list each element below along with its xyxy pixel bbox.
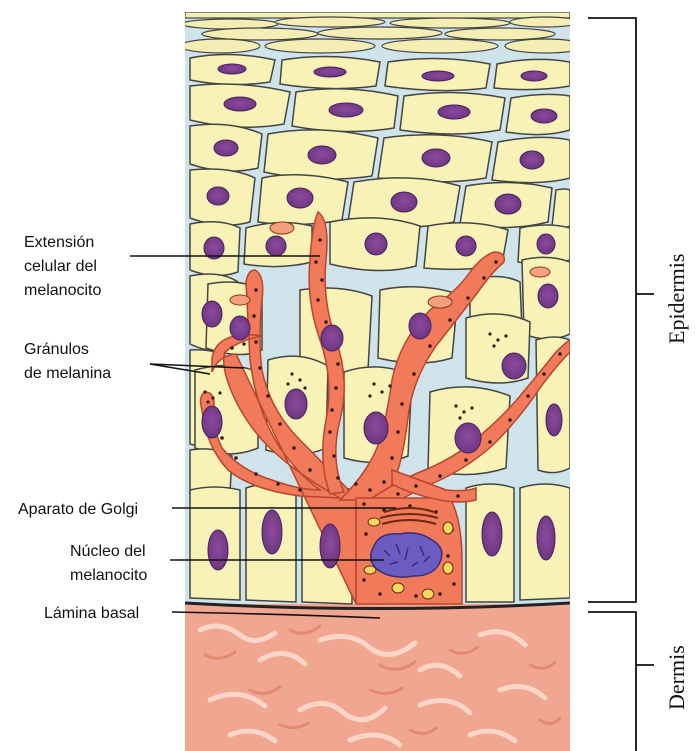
label-nucleus-line2: melanocito (70, 567, 147, 584)
label-basal-lamina: Lámina basal (44, 605, 139, 622)
label-extension-line1: Extensión (24, 234, 94, 251)
label-granules-line1: Gránulos (24, 341, 89, 358)
region-label-dermis: Dermis (664, 645, 689, 710)
stratum-corneum (180, 12, 585, 53)
label-extension-line3: melanocito (24, 282, 101, 299)
region-label-epidermis: Epidermis (664, 254, 689, 344)
label-nucleus-line1: Núcleo del (70, 543, 146, 560)
region-brackets (588, 18, 654, 751)
dermis-tissue (185, 604, 570, 751)
label-golgi: Aparato de Golgi (18, 501, 138, 518)
label-extension-line2: celular del (24, 258, 97, 275)
label-granules-line2: de melanina (24, 365, 111, 382)
